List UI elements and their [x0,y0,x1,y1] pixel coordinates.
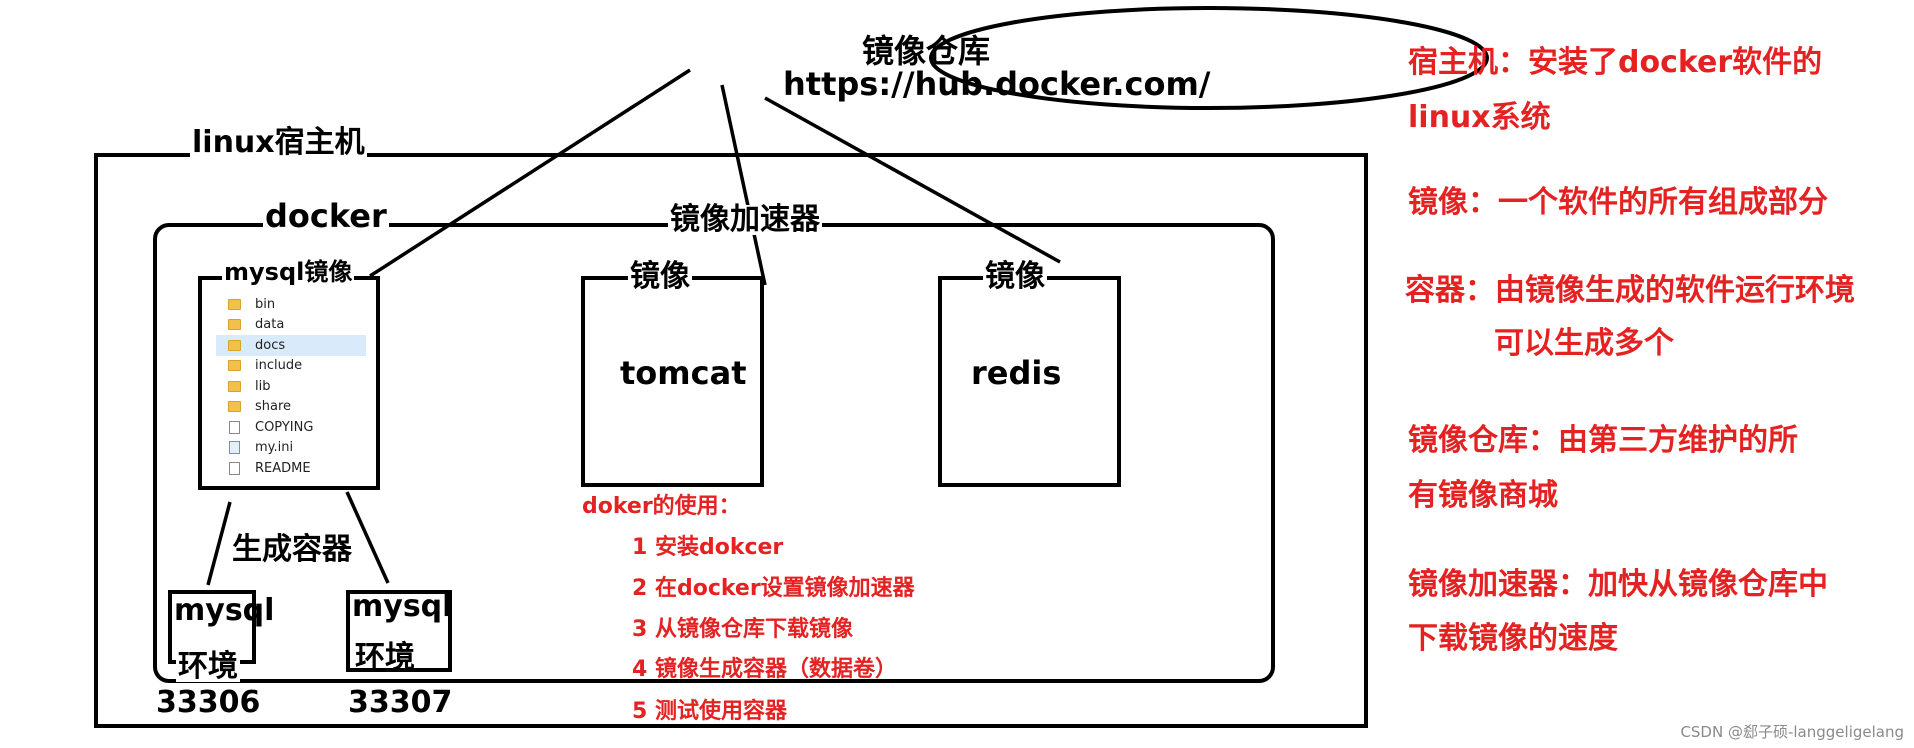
file-name: README [255,460,311,476]
definition-line: 镜像：一个软件的所有组成部分 [1408,185,1828,220]
folder-icon [228,319,241,331]
list-item: include [216,356,366,377]
file-name: bin [255,296,276,312]
link-registry-tomcat [720,84,767,286]
file-name: docs [255,337,286,353]
folder-icon [228,380,241,392]
host-box [94,153,1368,728]
definition-line: 镜像仓库：由第三方维护的所 [1408,423,1798,458]
link-image-container-1 [206,501,232,586]
list-item: share [216,397,366,418]
list-item: lib [216,376,366,397]
usage-step: 4 镜像生成容器（数据卷） [632,657,897,682]
definition-line: 下载镜像的速度 [1408,621,1618,656]
container-1-env: 环境 [176,649,240,684]
folder-icon [228,360,241,372]
generate-container-label: 生成容器 [232,532,352,567]
file-name: COPYING [255,419,314,435]
mysql-image-label: mysql镜像 [222,258,355,286]
file-icon [229,461,240,475]
usage-title: doker的使用： [582,494,741,519]
registry-title: 镜像仓库 [862,32,991,70]
link-image-container-2 [345,491,390,584]
file-name: data [255,317,285,333]
file-icon [229,420,240,434]
usage-step: 2 在docker设置镜像加速器 [632,576,915,601]
definition-line: 容器：由镜像生成的软件运行环境 [1405,273,1855,308]
tomcat-image-label: 镜像 [628,259,692,294]
registry-ellipse [929,6,1489,110]
list-item: bin [216,294,366,315]
link-registry-redis [764,96,1061,264]
tomcat-name: tomcat [620,354,747,392]
container-1-port: 33306 [156,685,261,720]
list-item: README [216,458,366,479]
file-name: include [255,358,303,374]
usage-step: 1 安装dokcer [632,535,784,560]
container-2-name: mysql [352,589,453,624]
link-registry-mysql [369,68,691,278]
file-name: lib [255,378,271,394]
list-item: docs [216,335,366,356]
container-2-port: 33307 [348,685,453,720]
mysql-file-list: bin data docs include lib share COPYING … [216,294,366,479]
list-item: data [216,315,366,336]
container-box-2 [346,590,452,672]
usage-step: 3 从镜像仓库下载镜像 [632,617,853,642]
list-item: my.ini [216,438,366,459]
definition-line: 镜像加速器：加快从镜像仓库中 [1408,567,1828,602]
list-item: COPYING [216,417,366,438]
watermark: CSDN @郄子硕-langgeligelang [1680,723,1904,741]
usage-step: 5 测试使用容器 [632,699,787,724]
folder-icon [228,298,241,310]
docker-label: docker [263,197,389,235]
accelerator-label: 镜像加速器 [668,202,822,237]
file-name: my.ini [255,440,294,456]
definition-line: 可以生成多个 [1494,326,1674,361]
registry-url: https://hub.docker.com/ [783,65,1211,103]
container-1-name: mysql [174,593,275,628]
host-label: linux宿主机 [190,125,367,160]
redis-name: redis [971,354,1062,392]
definition-line: linux系统 [1408,100,1551,135]
file-name: share [255,399,292,415]
container-2-env: 环境 [355,640,415,675]
redis-image-label: 镜像 [983,259,1047,294]
folder-icon [228,339,241,351]
folder-icon [228,401,241,413]
config-file-icon [229,441,240,455]
definition-line: 宿主机：安装了docker软件的 [1408,45,1823,80]
definition-line: 有镜像商城 [1408,478,1558,513]
